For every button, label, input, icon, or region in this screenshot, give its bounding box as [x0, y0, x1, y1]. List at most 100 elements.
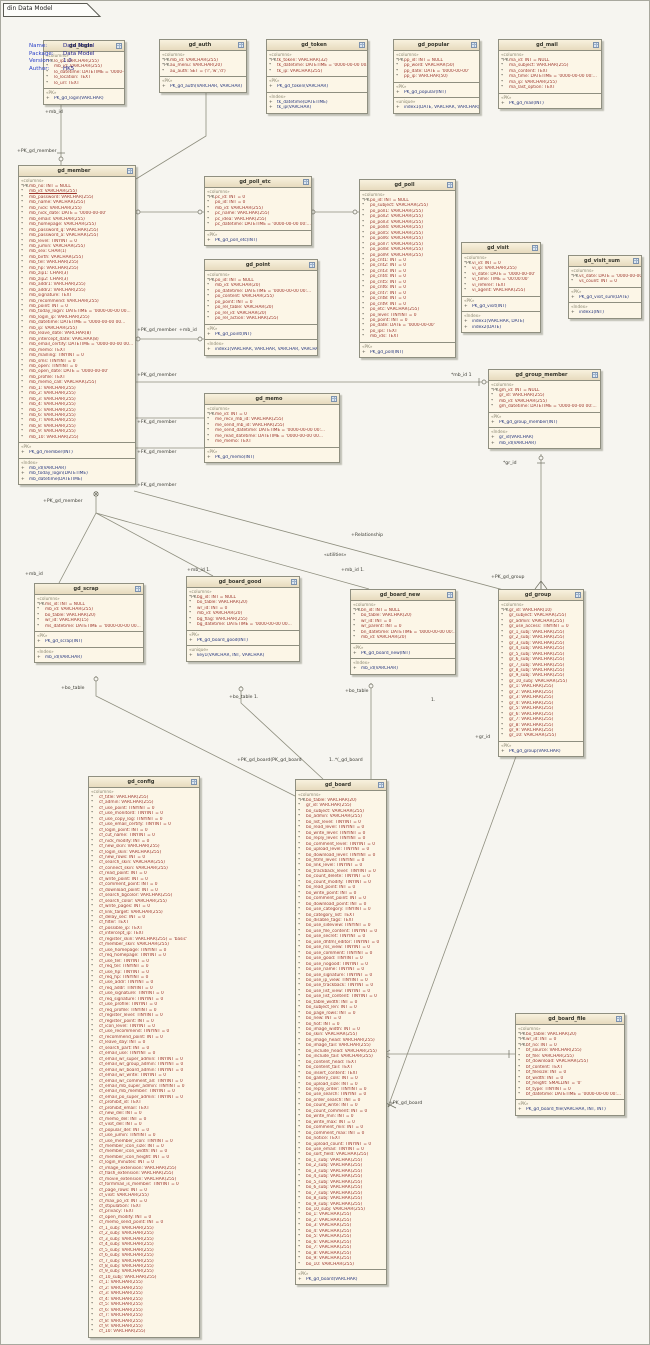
column-row: *ma_time: DATETIME = '0000-00-00 00:... [501, 74, 597, 80]
key-row: +PK_gd_login(VARCHAR) [46, 96, 104, 102]
connector-label: +gr_id [475, 735, 491, 740]
table-title: gd_mail [536, 42, 558, 48]
column-row: *cf_prohibit_email: TEXT [91, 1105, 150, 1111]
column-row: *cf_possible_ip: TEXT [91, 925, 143, 931]
key-row: +PK_gd_board_file(VARCHAR, INT, INT) [518, 1107, 606, 1113]
key-row: +tk_datetime(DATETIME) [269, 99, 328, 105]
section-label: «PK» [298, 1270, 309, 1276]
table-icon [575, 592, 581, 598]
table-icon [135, 586, 141, 592]
table-gd_mail[interactable]: gd_mail«columns»*PKma_id: INT = NULL*ma_… [498, 39, 602, 110]
connector-label: +mb_id 1. [187, 568, 211, 573]
column-row: *cf_5_subj: VARCHAR(255) [91, 1247, 154, 1253]
column-row: *bo_count_comment: INT = 0 [298, 1108, 368, 1114]
column-row: *cf_req_profile: TINYINT = 0 [91, 1007, 157, 1013]
column-row: *gr_10: VARCHAR(255) [501, 733, 557, 739]
property-label: Version: [29, 58, 52, 64]
table-gd_point[interactable]: gd_point«columns»*PKpo_id: INT = NULL*mb… [204, 259, 318, 356]
table-gd_scrap[interactable]: gd_scrap«columns»*PKms_id: INT = NULL*mb… [34, 583, 144, 664]
column-row: *bo_9: VARCHAR(255) [298, 1256, 352, 1262]
diagram-title-tab[interactable]: din Data Model [3, 3, 103, 17]
table-gd_auth[interactable]: gd_auth«columns»*PKmb_id: VARCHAR(255)*P… [159, 39, 247, 93]
column-row: *wr_id: INT = 0 [189, 605, 228, 611]
table-gd_member[interactable]: gd_member«columns»*PKmb_no: INT = NULL*m… [18, 165, 136, 486]
section-label-columns: «columns» [21, 178, 44, 183]
column-row: *bo_use_rss_view: TINYINT = 0 [298, 945, 371, 951]
column-row: *bo_comment_point: INT = 0 [298, 896, 367, 902]
connector-label: +PK_gd_board [389, 1101, 423, 1106]
table-gd_config[interactable]: gd_config«columns»*cf_title: VARCHAR(255… [88, 776, 200, 1338]
column-row: *bo_upload_size: INT = 0 [298, 1081, 358, 1087]
table-gd_poll_etc[interactable]: gd_poll_etc«columns»*PKpc_id: INT = 0*po… [204, 176, 312, 247]
key-row: +mb_datetime(DATETIME) [21, 476, 83, 482]
column-row: *cf_new_skin: VARCHAR(255) [91, 844, 160, 850]
section-label-columns: «columns» [207, 406, 230, 411]
key-row: +mb_id(VARCHAR) [21, 465, 66, 471]
section-divider [360, 341, 455, 343]
column-row: *cf_req_addr: TINYINT = 0 [91, 985, 153, 991]
column-row: *vi_date: DATE = '0000-00-00' [464, 271, 536, 277]
column-row: *mb_open: TINYINT = 0 [21, 363, 78, 369]
column-row: *cf_use_profile: TINYINT = 0 [91, 1002, 158, 1008]
section-divider [462, 311, 540, 313]
section-divider [351, 658, 455, 660]
key-row: +PK_gd_board_new(INT) [353, 650, 411, 656]
column-row: *po_point: INT = 0 [362, 317, 408, 323]
table-header: gd_login [44, 41, 124, 52]
table-gd_poll[interactable]: gd_poll«columns»*PKpo_id: INT = NULL*po_… [359, 179, 456, 359]
column-row: *bo_hot: INT = 0 [298, 1021, 340, 1027]
table-header: gd_board_new [351, 590, 455, 601]
table-gd_group_member[interactable]: gd_group_member«columns»*PKgm_id: INT = … [488, 369, 601, 450]
table-gd_board_good[interactable]: gd_board_good«columns»*PKbg_id: INT = NU… [186, 576, 300, 662]
column-row: *bo_10: VARCHAR(255) [298, 1261, 354, 1267]
column-row: *cf_email_mb_member: TINYINT = 0 [91, 1089, 175, 1095]
table-icon [616, 1016, 622, 1022]
table-header: gd_mail [499, 40, 601, 51]
section-divider [267, 76, 367, 78]
section-label-columns: «columns» [46, 53, 69, 58]
table-gd_token[interactable]: gd_token«columns»*PKtk_token: VARCHAR(32… [266, 39, 368, 114]
column-row: *cf_search_bgcolor: VARCHAR(255) [91, 893, 173, 899]
column-row: *po_poll5: VARCHAR(255) [362, 230, 423, 236]
table-icon [359, 42, 365, 48]
table-gd_login[interactable]: gd_login«columns»*PKlo_ip: VARCHAR(255)*… [43, 40, 125, 105]
table-icon [303, 179, 309, 185]
column-row: *cf_nick_modify: INT = 0 [91, 838, 150, 844]
table-header: gd_poll [360, 180, 455, 191]
key-row: +mb_id(VARCHAR) [491, 440, 536, 446]
table-title: gd_config [127, 779, 155, 785]
table-gd_board[interactable]: gd_board«columns»*PKbo_table: VARCHAR(20… [295, 779, 387, 1286]
column-row: *po_poll6: VARCHAR(255) [362, 236, 423, 242]
section-label: «PK» [21, 444, 32, 450]
table-gd_board_file[interactable]: gd_board_file«columns»*PKbo_table: VARCH… [515, 1013, 625, 1116]
column-row: *cf_member_icon_size: INT = 0 [91, 1144, 164, 1149]
column-row: *cf_email_mb_super_admin: TINYINT = 0 [91, 1084, 185, 1090]
model-property-row: Version:1.0 [29, 58, 94, 66]
column-row: *po_cnt1: INT = 0 [362, 257, 406, 263]
table-gd_visit_sum[interactable]: gd_visit_sum«columns»*PKvs_date: DATE = … [568, 255, 642, 319]
key-row: +PK_gd_mail(INT) [501, 100, 544, 106]
column-row: *PKpo_id: INT = NULL [207, 278, 254, 283]
table-gd_memo[interactable]: gd_memo«columns»*PKme_id: INT = 0*me_rec… [204, 393, 340, 464]
table-gd_visit[interactable]: gd_visit«columns»*PKvi_id: INT = 0*vi_ip… [461, 242, 541, 334]
column-row: *bo_order_search: INT = 0 [298, 1097, 361, 1103]
column-row: *cf_movie_extension: VARCHAR(255) [91, 1176, 177, 1182]
column-row: *bf_type: TINYINT = 0 [518, 1086, 571, 1092]
column-row: *cf_new_del: INT = 0 [91, 1111, 142, 1117]
column-row: *bo_image_head: VARCHAR(255) [298, 1037, 375, 1043]
table-gd_popular[interactable]: gd_popular«columns»*PKpp_id: INT = NULL*… [393, 39, 480, 114]
table-gd_board_new[interactable]: gd_board_new«columns»*PKbn_id: INT = NUL… [350, 589, 456, 675]
table-gd_group[interactable]: gd_group«columns»*PKgr_id: VARCHAR(10)*g… [498, 589, 584, 758]
column-row: *bo_count_modify: TINYINT = 0 [298, 879, 371, 885]
column-row: *bo_use_file_content: TINYINT = 0 [298, 928, 378, 934]
section-divider [205, 323, 317, 325]
column-row: *vi_referer: TEXT [464, 282, 507, 288]
column-row: *bo_reply_order: TINYINT = 0 [298, 1087, 367, 1093]
section-label: «PK» [464, 297, 475, 303]
column-row: *cf_email_wr_write: TINYINT = 0 [91, 1073, 166, 1079]
column-row: *bo_write_point: INT = 0 [298, 890, 357, 896]
column-row: *po_content: VARCHAR(255) [207, 294, 274, 300]
column-row: *po_poll9: VARCHAR(255) [362, 252, 423, 258]
diagram-title: din Data Model [7, 5, 53, 12]
property-label: Package: [29, 50, 54, 57]
